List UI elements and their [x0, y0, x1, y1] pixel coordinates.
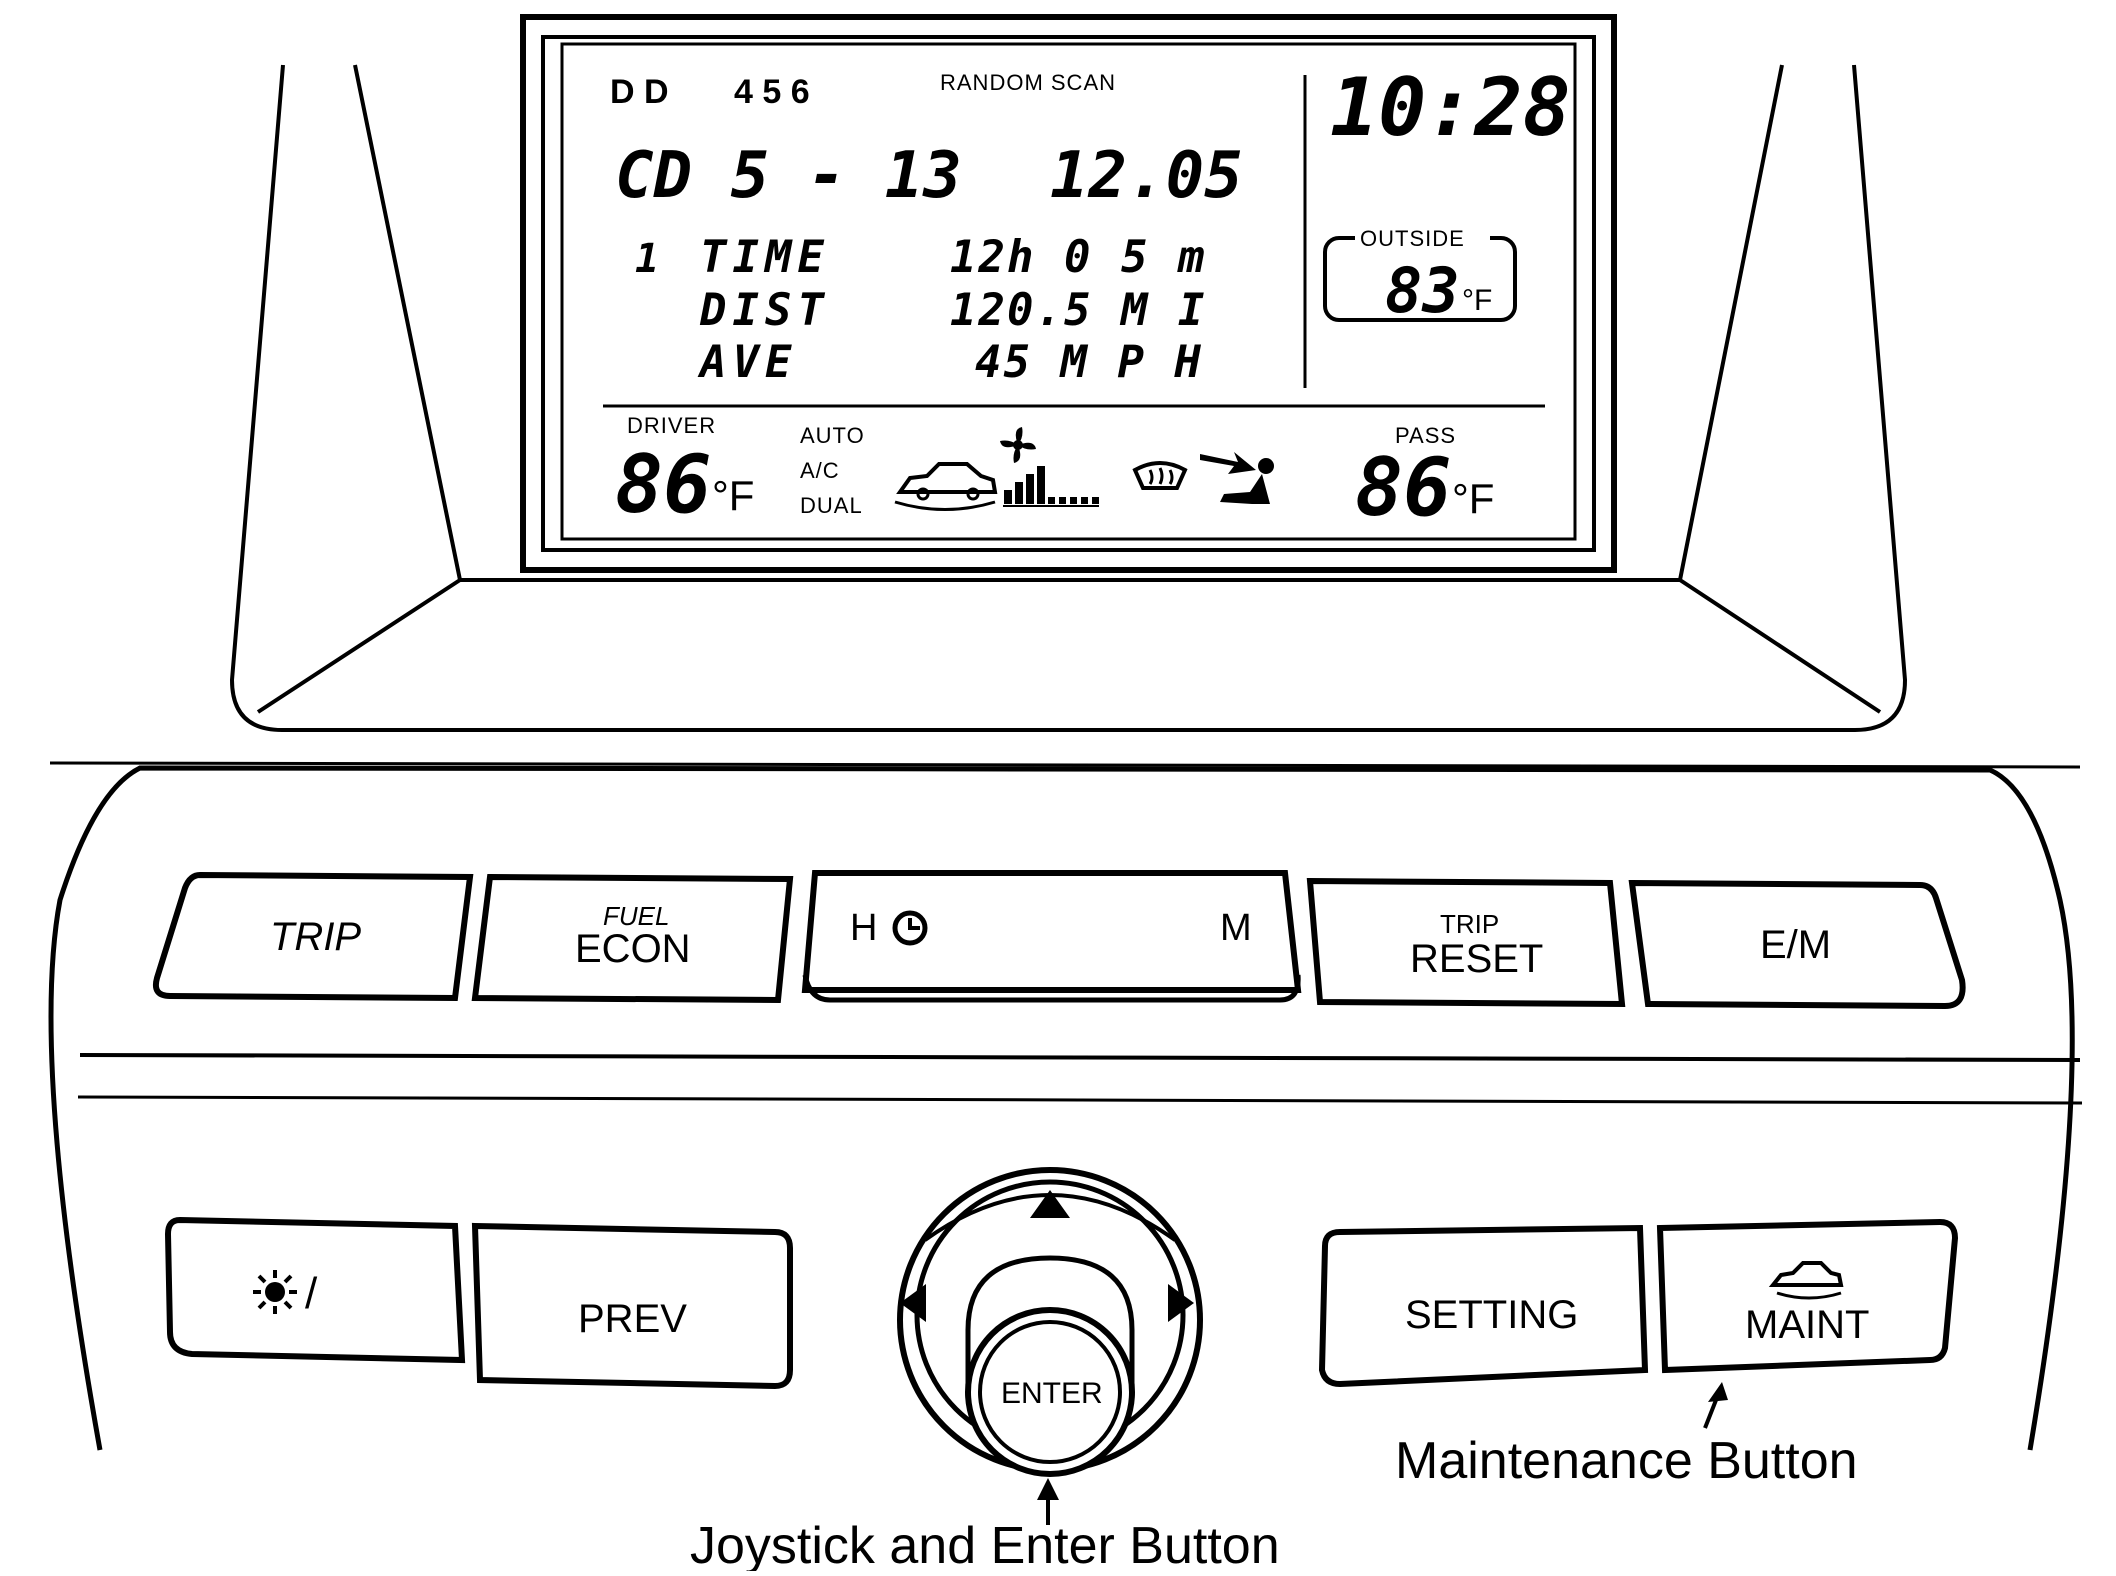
clock-readout: 10:28: [1330, 61, 1571, 154]
trip-button-label: TRIP: [270, 915, 361, 959]
trip-number: 1: [635, 236, 659, 282]
trip-row-label: TIME: [700, 232, 830, 283]
driver-label: DRIVER: [627, 413, 716, 438]
maintenance-button-callout: Maintenance Button: [1395, 1432, 1858, 1490]
defrost-icon: [1132, 461, 1188, 490]
arrow-up-icon[interactable]: [1030, 1190, 1070, 1218]
arrow-left-icon[interactable]: [900, 1284, 926, 1322]
bottom-button-row: / PREV SETTING MAINT: [164, 1216, 1959, 1429]
clock-adjust-button[interactable]: H M: [801, 870, 1302, 1003]
climate-mode-auto: AUTO: [800, 423, 865, 448]
fuel-econ-button[interactable]: FUEL ECON: [471, 873, 794, 1004]
day-night-slash: /: [305, 1269, 318, 1318]
lcd-display: D D 4 5 6 RANDOM SCAN 10:28 CD 5 - 13 12…: [520, 14, 1617, 573]
climate-mode-ac: A/C: [800, 458, 840, 483]
trip-row-value: 120.5 M I: [950, 285, 1206, 336]
disc-indicators: D D: [610, 73, 669, 111]
trip-row-label: AVE: [697, 337, 797, 388]
trip-row-label: DIST: [699, 285, 830, 336]
console-panel: [48, 761, 2083, 1451]
clock-icon: [892, 910, 928, 946]
day-night-button[interactable]: /: [164, 1216, 466, 1364]
driver-unit: °F: [712, 472, 754, 519]
outside-label: OUTSIDE: [1360, 226, 1465, 251]
car-icon: [1768, 1261, 1844, 1300]
outside-unit: °F: [1462, 284, 1492, 317]
disc-icon: D D: [610, 73, 669, 111]
random-scan-label: RANDOM SCAN: [940, 70, 1116, 95]
fan-icon: [1000, 427, 1036, 463]
trip-reset-label: RESET: [1410, 937, 1543, 981]
display-housing: [229, 64, 1908, 732]
trip-row-value: 12h 0 5 m: [950, 232, 1206, 283]
trip-reset-button[interactable]: TRIP RESET: [1306, 877, 1626, 1008]
prev-button-label: PREV: [578, 1297, 687, 1341]
fan-speed-bars: [1003, 466, 1099, 507]
clock-minute-label: M: [1220, 907, 1252, 949]
joystick-control[interactable]: ENTER: [897, 1167, 1203, 1525]
pass-unit: °F: [1452, 475, 1494, 522]
maint-button[interactable]: MAINT: [1656, 1218, 1959, 1374]
em-button-label: E/M: [1760, 923, 1831, 967]
setting-button-label: SETTING: [1405, 1293, 1578, 1337]
trip-reset-small-label: TRIP: [1440, 909, 1499, 939]
maint-button-label: MAINT: [1745, 1303, 1869, 1347]
em-button[interactable]: E/M: [1628, 879, 1966, 1010]
climate-mode-dual: DUAL: [800, 493, 863, 518]
fuel-econ-label: ECON: [575, 927, 691, 971]
top-button-row: TRIP FUEL ECON H M TRIP RESET E/M: [152, 870, 1966, 1010]
outside-temp-box: OUTSIDE 83 °F: [1323, 224, 1517, 327]
arrow-right-icon[interactable]: [1168, 1284, 1194, 1322]
trip-button[interactable]: TRIP: [152, 871, 474, 1002]
enter-button-label: ENTER: [1001, 1377, 1103, 1410]
outside-temp: 83: [1385, 254, 1460, 327]
climate-modes: AUTO A/C DUAL: [800, 423, 865, 518]
elapsed-time-readout: 12.05: [1050, 139, 1243, 213]
sun-icon: [253, 1270, 297, 1314]
trip-info-rows: TIME 12h 0 5 m DIST 120.5 M I AVE 45 M P…: [697, 232, 1206, 388]
fuel-econ-small-label: FUEL: [603, 901, 669, 931]
pass-temp: 86: [1355, 441, 1451, 534]
pass-label: PASS: [1395, 423, 1456, 448]
trip-row-value: 45 M P H: [975, 337, 1203, 388]
vent-icon: [1200, 452, 1274, 504]
driver-temp: 86: [615, 438, 711, 531]
track-indicators: 4 5 6: [734, 73, 810, 111]
cd-track-readout: CD 5 - 13: [615, 139, 962, 213]
joystick-callout: Joystick and Enter Button: [690, 1517, 1280, 1571]
setting-button[interactable]: SETTING: [1318, 1224, 1649, 1388]
car-icon: [894, 462, 998, 511]
prev-button[interactable]: PREV: [471, 1222, 793, 1390]
clock-hour-label: H: [850, 907, 877, 949]
